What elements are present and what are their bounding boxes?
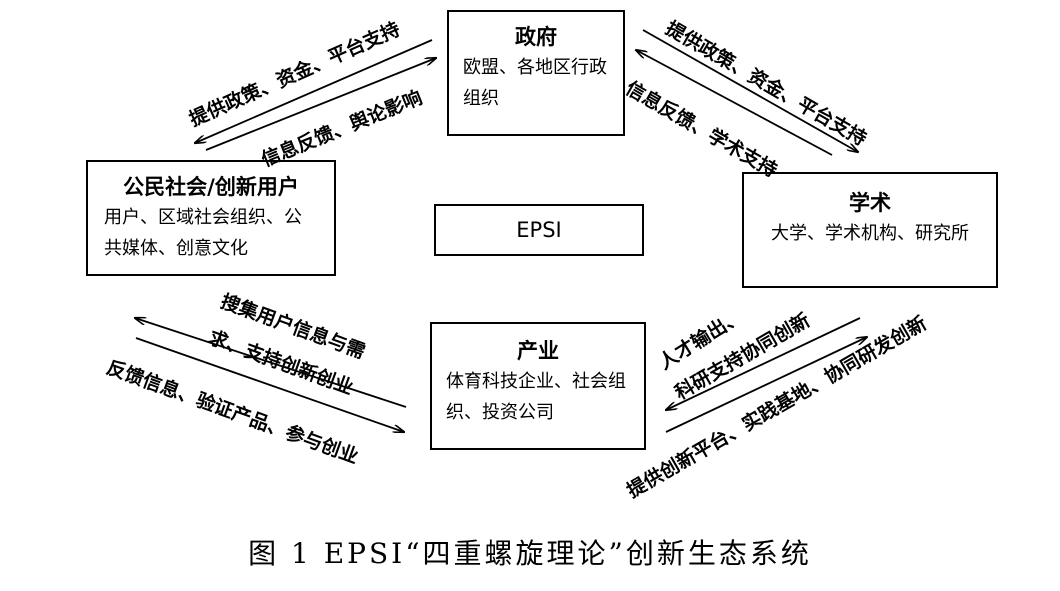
government-desc: 欧盟、各地区行政组织 <box>463 57 607 109</box>
industry-title: 产业 <box>517 339 559 363</box>
academia-title: 学术 <box>849 191 891 215</box>
government-title: 政府 <box>515 25 557 49</box>
academia-node: 学术 大学、学术机构、研究所 <box>742 172 998 288</box>
arrow-industry-to-civil <box>135 318 407 408</box>
industry-desc: 体育科技企业、社会组织、投资公司 <box>446 371 626 423</box>
epsi-label: EPSI <box>516 218 562 242</box>
epsi-center-node: EPSI <box>434 204 644 256</box>
academia-desc: 大学、学术机构、研究所 <box>771 223 969 244</box>
industry-node: 产业 体育科技企业、社会组织、投资公司 <box>430 322 646 450</box>
arrow-gov-to-academia <box>642 29 858 152</box>
civil-society-node: 公民社会/创新用户 用户、区域社会组织、公共媒体、创意文化 <box>86 160 336 276</box>
civil-society-title: 公民社会/创新用户 <box>123 175 299 199</box>
arrow-gov-to-civil <box>195 39 433 143</box>
government-node: 政府 欧盟、各地区行政组织 <box>447 10 625 136</box>
arrow-industry-to-academia <box>665 337 867 433</box>
civil-society-desc: 用户、区域社会组织、公共媒体、创意文化 <box>104 207 302 259</box>
arrow-academia-to-industry <box>666 317 861 410</box>
arrow-academia-to-gov <box>636 50 833 156</box>
arrow-civil-to-gov <box>205 58 436 151</box>
arrow-civil-to-industry <box>135 337 404 432</box>
figure-caption: 图 1 EPSI“四重螺旋理论”创新生态系统 <box>248 537 812 570</box>
